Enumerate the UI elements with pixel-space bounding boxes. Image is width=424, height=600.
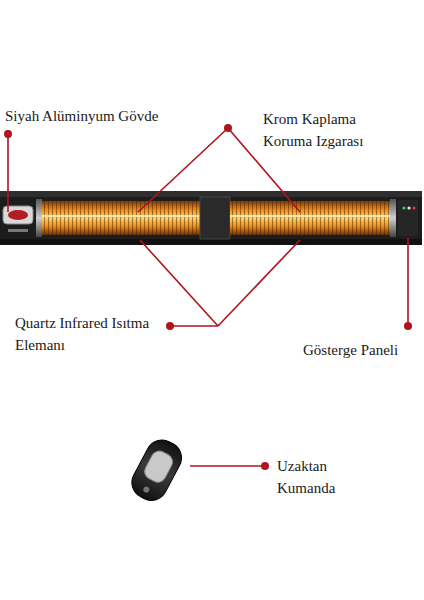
heater-body xyxy=(0,191,422,245)
remote-control xyxy=(126,434,187,506)
callout-label: Quartz Infrared Isıtma Elemanı xyxy=(15,312,150,356)
heating-element xyxy=(42,201,200,235)
callout-label: Siyah Alüminyum Gövde xyxy=(5,105,180,127)
leader-lines xyxy=(8,128,408,466)
indicator-panel xyxy=(398,200,418,236)
heating-element xyxy=(230,201,390,235)
leader-dots xyxy=(4,124,412,470)
callout-label: Krom Kaplama Koruma Izgarası xyxy=(263,108,388,152)
callout-label: Uzaktan Kumanda xyxy=(277,455,367,499)
callout-label: Gösterge Paneli xyxy=(303,339,418,361)
